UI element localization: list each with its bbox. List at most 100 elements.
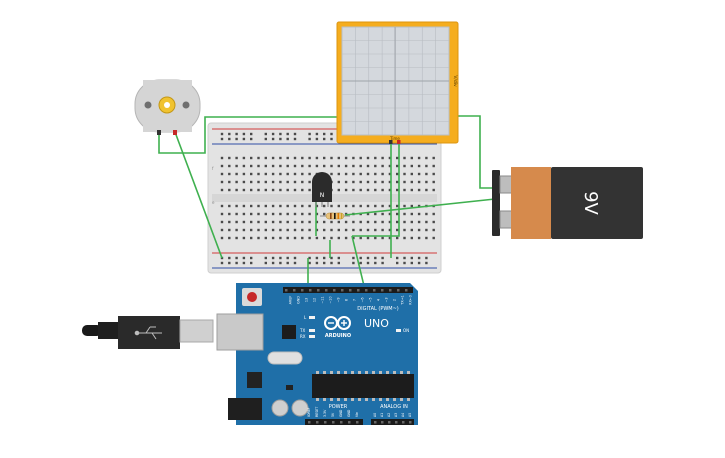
rail-hole[interactable] [337,256,340,260]
rail-hole[interactable] [293,261,297,265]
breadboard-hole[interactable] [250,188,253,192]
breadboard-hole[interactable] [220,156,224,160]
breadboard-hole[interactable] [250,156,253,160]
rail-hole[interactable] [286,256,289,260]
wire-scope-to-battery[interactable] [457,115,495,189]
usb-cable[interactable] [82,316,214,349]
rail-hole[interactable] [396,256,399,260]
power-jack[interactable] [228,398,262,420]
rail-hole[interactable] [308,137,311,141]
rail-hole[interactable] [425,256,428,260]
rail-hole[interactable] [330,256,333,260]
breadboard-hole[interactable] [352,188,355,192]
breadboard-hole[interactable] [271,236,275,240]
breadboard-hole[interactable] [344,180,348,184]
breadboard-hole[interactable] [366,212,370,216]
breadboard-hole[interactable] [235,212,238,216]
rail-hole[interactable] [352,261,355,265]
rail-hole[interactable] [220,261,224,265]
breadboard-hole[interactable] [417,204,421,208]
rail-hole[interactable] [250,256,253,260]
breadboard-hole[interactable] [388,164,392,168]
breadboard-hole[interactable] [250,220,253,224]
breadboard-hole[interactable] [279,212,282,216]
breadboard-hole[interactable] [432,236,435,240]
header-pin[interactable] [374,421,377,424]
rail-hole[interactable] [366,256,370,260]
breadboard-hole[interactable] [323,228,326,232]
breadboard-hole[interactable] [286,156,289,160]
breadboard-hole[interactable] [301,164,304,168]
header-pin[interactable] [349,289,352,292]
breadboard-hole[interactable] [257,188,260,192]
breadboard-hole[interactable] [279,228,282,232]
breadboard-hole[interactable] [337,188,340,192]
breadboard-hole[interactable] [301,172,304,176]
breadboard-hole[interactable] [242,220,246,224]
breadboard-hole[interactable] [417,220,421,224]
breadboard-hole[interactable] [286,236,289,240]
breadboard-hole[interactable] [388,188,392,192]
rail-hole[interactable] [425,261,428,265]
breadboard-hole[interactable] [308,204,311,208]
rail-hole[interactable] [235,261,238,265]
breadboard-hole[interactable] [403,164,406,168]
header-bottom[interactable] [305,419,414,425]
breadboard-hole[interactable] [271,212,275,216]
header-digital[interactable] [283,287,413,293]
breadboard-hole[interactable] [301,236,304,240]
rail-hole[interactable] [250,261,253,265]
breadboard-hole[interactable] [417,164,421,168]
breadboard-hole[interactable] [228,236,231,240]
breadboard-hole[interactable] [250,204,253,208]
breadboard-hole[interactable] [410,204,413,208]
breadboard-hole[interactable] [425,188,428,192]
breadboard-hole[interactable] [323,204,326,208]
header-pin[interactable] [317,289,320,292]
rail-hole[interactable] [352,256,355,260]
breadboard-hole[interactable] [330,172,333,176]
breadboard-hole[interactable] [250,228,253,232]
breadboard-hole[interactable] [308,212,311,216]
rail-hole[interactable] [315,137,319,141]
breadboard-hole[interactable] [388,236,392,240]
breadboard-hole[interactable] [344,156,348,160]
rail-hole[interactable] [410,261,413,265]
breadboard-hole[interactable] [235,236,238,240]
breadboard-hole[interactable] [301,156,304,160]
breadboard-hole[interactable] [257,180,260,184]
breadboard-hole[interactable] [315,212,319,216]
breadboard-hole[interactable] [279,172,282,176]
breadboard-hole[interactable] [279,164,282,168]
breadboard-hole[interactable] [344,212,348,216]
breadboard-hole[interactable] [220,212,224,216]
breadboard-hole[interactable] [220,228,224,232]
breadboard-hole[interactable] [417,236,421,240]
breadboard-hole[interactable] [425,180,428,184]
breadboard-hole[interactable] [410,156,413,160]
breadboard-hole[interactable] [344,164,348,168]
rail-hole[interactable] [308,261,311,265]
breadboard-hole[interactable] [228,172,231,176]
rail-hole[interactable] [293,137,297,141]
breadboard-hole[interactable] [301,212,304,216]
breadboard-hole[interactable] [432,180,435,184]
rail-hole[interactable] [374,256,377,260]
breadboard-hole[interactable] [271,204,275,208]
breadboard-hole[interactable] [315,164,319,168]
header-pin[interactable] [395,421,398,424]
breadboard-hole[interactable] [250,164,253,168]
header-pin[interactable] [381,421,384,424]
header-pin[interactable] [293,289,296,292]
breadboard-hole[interactable] [293,204,297,208]
breadboard-hole[interactable] [381,236,384,240]
breadboard-hole[interactable] [352,180,355,184]
rail-hole[interactable] [228,256,231,260]
breadboard-hole[interactable] [293,236,297,240]
breadboard-hole[interactable] [396,204,399,208]
breadboard-hole[interactable] [286,220,289,224]
breadboard-hole[interactable] [228,204,231,208]
breadboard-hole[interactable] [432,156,435,160]
breadboard-hole[interactable] [432,172,435,176]
breadboard-hole[interactable] [396,156,399,160]
